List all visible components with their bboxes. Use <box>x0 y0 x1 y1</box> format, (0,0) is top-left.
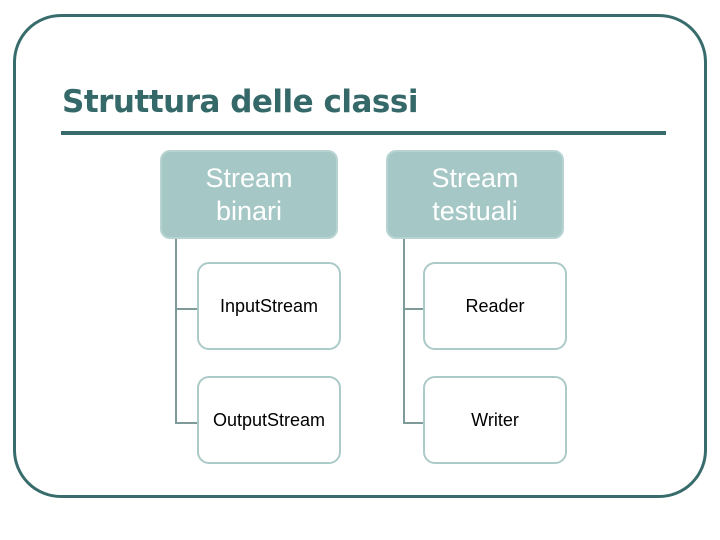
connector-vertical-line <box>403 239 405 424</box>
connector-branch-line <box>403 308 425 310</box>
child-box-inputstream: InputStream <box>197 262 341 350</box>
parent-box-label-line: binari <box>215 195 283 226</box>
child-box-label: Writer <box>471 409 519 430</box>
connector-branch-line <box>403 422 425 424</box>
connector-vertical-line <box>175 239 177 424</box>
child-box-outputstream: OutputStream <box>197 376 341 464</box>
parent-box-label-line: Stream <box>431 162 519 193</box>
connector-branch-line <box>175 422 197 424</box>
slide-border-frame <box>13 14 707 498</box>
child-box-label: InputStream <box>219 295 319 316</box>
child-box-writer: Writer <box>423 376 567 464</box>
child-box-label: OutputStream <box>212 409 326 430</box>
child-box-label: Reader <box>465 295 525 316</box>
parent-box-stream-binari: Stream binari <box>160 150 338 239</box>
parent-box-label-line: testuali <box>432 195 518 226</box>
parent-box-label-line: Stream <box>205 162 293 193</box>
child-box-reader: Reader <box>423 262 567 350</box>
connector-branch-line <box>175 308 197 310</box>
slide-title: Struttura delle classi <box>62 84 418 120</box>
title-underline <box>61 131 666 135</box>
parent-box-stream-testuali: Stream testuali <box>386 150 564 239</box>
